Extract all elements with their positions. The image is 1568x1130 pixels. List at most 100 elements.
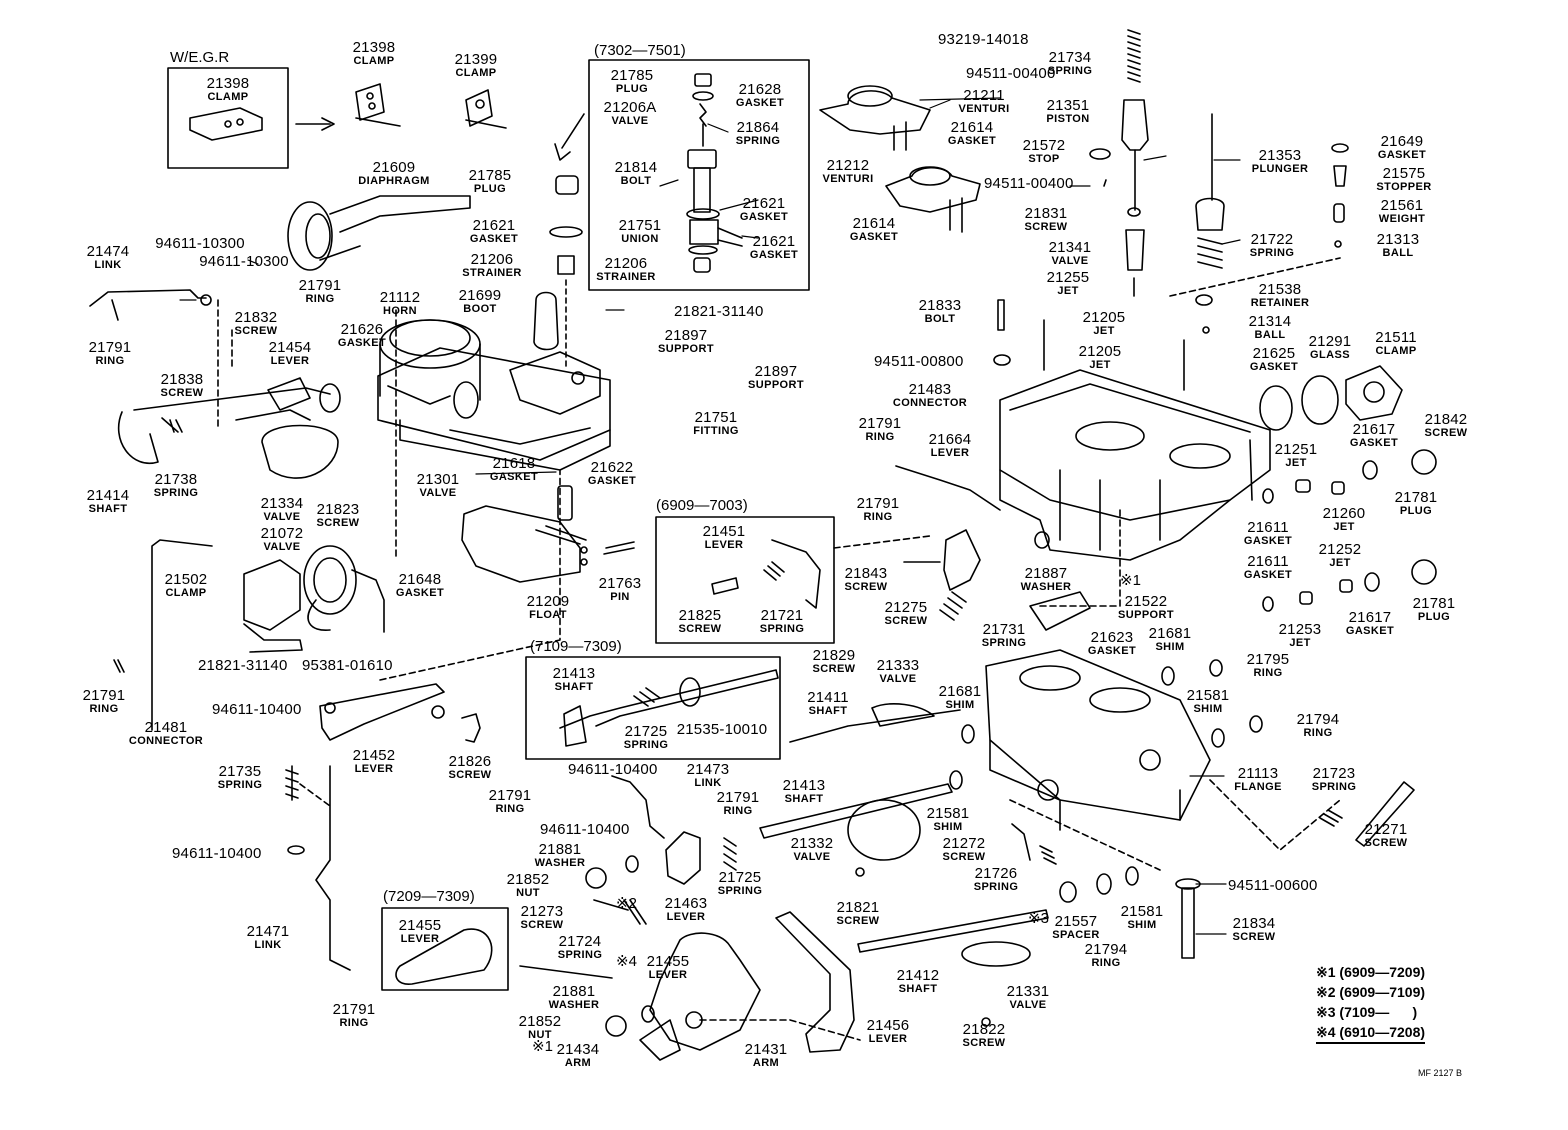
part-description: PLUG — [473, 183, 507, 195]
lever-21455-inset-part — [395, 928, 493, 985]
part-number: 94511-00400 — [984, 175, 1074, 192]
part-description: SHAFT — [554, 681, 594, 693]
shaft-21413-inset-part — [559, 669, 779, 747]
legend-line: ※1 (6909—7209) — [1316, 964, 1426, 980]
part-number: 93219-14018 — [938, 31, 1029, 48]
screw-21271-part — [1355, 781, 1415, 847]
part-number: 21474 — [86, 243, 130, 260]
part-description: VALVE — [263, 541, 301, 553]
part-description: BOLT — [620, 175, 652, 187]
lever-21456-part — [775, 911, 855, 1053]
part-number: 21452 — [352, 747, 396, 764]
part-number: 21842 — [1424, 411, 1468, 428]
part-number: 21864 — [736, 119, 780, 136]
screw-21273-part — [593, 899, 647, 925]
part-number: 21852 — [506, 871, 550, 888]
part-number: 21649 — [1380, 133, 1424, 150]
part-description: SCREW — [942, 851, 986, 863]
part-number: 94611-10400 — [212, 701, 302, 718]
valve-21332-part — [847, 799, 921, 861]
part-number: 21735 — [218, 763, 262, 780]
part-number: 21822 — [962, 1021, 1006, 1038]
part-description: GASKET — [587, 475, 637, 487]
part-number: 21887 — [1024, 565, 1068, 582]
part-description: STRAINER — [596, 271, 656, 283]
part-description: RING — [1303, 727, 1333, 739]
part-number: 21738 — [154, 471, 198, 488]
part-number: 21614 — [950, 119, 994, 136]
part-description: SCREW — [448, 769, 492, 781]
part-number: 21852 — [518, 1013, 562, 1030]
pointer-arrow — [519, 965, 613, 979]
part-description: SPRING — [1047, 65, 1093, 77]
part-description: SHIM — [933, 821, 963, 833]
part-number: 21791 — [298, 277, 342, 294]
plug-21781b-part — [1411, 559, 1437, 585]
part-description: WASHER — [1020, 581, 1072, 593]
direction-arrow — [554, 113, 585, 161]
part-description: GASKET — [1087, 645, 1137, 657]
part-number: 21725 — [624, 723, 668, 740]
part-description: GASKET — [947, 135, 997, 147]
glass-21291-part — [1301, 375, 1339, 425]
plunger-21353-part — [1195, 113, 1225, 269]
part-description: RING — [1091, 957, 1121, 969]
part-number: 21821-31140 — [674, 303, 764, 320]
part-description: BOOT — [463, 303, 497, 315]
diaphragm-21609-part — [287, 195, 471, 271]
part-number: 21823 — [316, 501, 360, 518]
part-number: 21557 — [1054, 913, 1098, 930]
part-description: LINK — [694, 777, 722, 789]
part-number: 21260 — [1322, 505, 1366, 522]
part-number: 21617 — [1348, 609, 1392, 626]
part-number: 21275 — [884, 599, 928, 616]
part-number: 21301 — [416, 471, 460, 488]
part-number: 21581 — [926, 805, 970, 822]
part-label-94611-10300: 94611-10300 — [155, 236, 245, 251]
part-label-21821-31140: 21821-31140 — [198, 658, 288, 673]
frame-6909 — [655, 516, 835, 644]
clamp-21511-part — [1345, 365, 1403, 421]
note-mark-1: ※1 — [1120, 572, 1141, 589]
part-description: RING — [723, 805, 753, 817]
part-number: 21622 — [590, 459, 634, 476]
part-number: 21785 — [468, 167, 512, 184]
part-description: CONNECTOR — [128, 735, 204, 747]
part-description: SCREW — [678, 623, 722, 635]
part-description: JET — [1329, 557, 1351, 569]
part-label-94511-00600: 94511-00600 — [1228, 878, 1318, 893]
part-description: VALVE — [611, 115, 649, 127]
part-description: GASKET — [749, 249, 799, 261]
frame-7209 — [381, 907, 509, 991]
part-description: SCREW — [836, 915, 880, 927]
part-description: SCREW — [1232, 931, 1276, 943]
part-number: 21626 — [340, 321, 384, 338]
part-number: 21581 — [1120, 903, 1164, 920]
part-description: WEIGHT — [1378, 213, 1426, 225]
part-number: 21398 — [206, 75, 250, 92]
part-number: 21463 — [664, 895, 708, 912]
part-description: SHAFT — [808, 705, 848, 717]
part-number: 21209 — [526, 593, 570, 610]
part-description: WASHER — [548, 999, 600, 1011]
